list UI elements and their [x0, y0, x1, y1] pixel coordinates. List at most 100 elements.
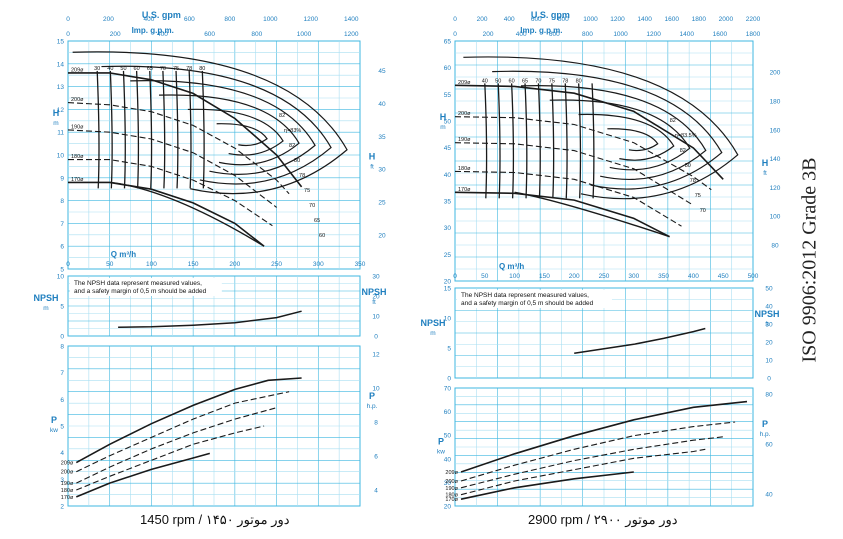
left-q-tick-label: 250	[271, 261, 282, 268]
left-q-tick-label: 300	[313, 261, 324, 268]
right-imp-tick-label: 1200	[646, 31, 661, 38]
left-power-hp-unit: h.p.	[367, 403, 378, 410]
right-power-curve-180	[460, 448, 706, 496]
left-power-curve-180	[76, 425, 265, 491]
left-npsh-ft-unit: ft	[372, 299, 376, 306]
right-eff-label: 78	[690, 178, 696, 184]
left-impeller-label: 209ø	[71, 67, 84, 73]
left-npsh-note-line1: The NPSH data represent measured values,	[74, 280, 202, 287]
left-iso-line	[201, 70, 205, 189]
right-usgpm-tick-label: 2000	[719, 16, 734, 23]
right-power-hp-unit: h.p.	[760, 431, 771, 438]
right-usgpm-tick-label: 800	[558, 16, 569, 23]
left-head-curve-190	[67, 129, 277, 208]
right-eff-label: 75	[549, 78, 555, 84]
right-eff-label: 40	[482, 78, 488, 84]
right-npsh-ft-tick-label: 10	[765, 358, 773, 365]
right-efficiency-curve	[520, 85, 707, 180]
right-npsh-note-line1: The NPSH data represent measured values,	[461, 292, 589, 299]
left-h-tick-label: 11	[57, 130, 64, 137]
left-iso-line	[188, 70, 192, 189]
right-usgpm-tick-label: 200	[477, 16, 488, 23]
left-php-tick-label: 10	[372, 386, 380, 393]
right-q-tick-label: 50	[481, 273, 489, 280]
right-npsh-label: NPSH	[420, 318, 445, 328]
right-iso-line	[484, 83, 488, 199]
right-hft-tick-label: 200	[770, 70, 781, 77]
right-npsh-tick-label: 5	[447, 346, 451, 353]
right-npsh-tick-label: 0	[447, 376, 451, 383]
left-iso-line	[149, 70, 153, 189]
left-h-tick-label: 6	[60, 244, 64, 251]
left-eff-label: 80	[294, 158, 300, 164]
left-eff-label: 65	[147, 66, 153, 72]
left-speed-caption: 1450 rpm / ۱۴۵۰ دور موتور	[140, 512, 290, 527]
right-eff-label: 70	[535, 78, 541, 84]
right-imp-tick-label: 1800	[746, 31, 761, 38]
left-power-curve-209	[75, 377, 302, 464]
right-impeller-label: 200ø	[458, 111, 471, 117]
left-npsh-note-line2: and a safety margin of 0,5 m should be a…	[74, 288, 207, 295]
right-hft-tick-label: 80	[771, 243, 779, 250]
left-usgpm-tick-label: 1400	[344, 16, 359, 23]
right-head-curve-170	[454, 191, 670, 238]
right-usgpm-tick-label: 1600	[664, 16, 679, 23]
left-q-tick-label: 50	[106, 261, 114, 268]
left-eff-label: 80	[199, 66, 205, 72]
left-eff-label: 78	[186, 66, 192, 72]
right-p-tick-label: 70	[444, 386, 452, 393]
left-head-curve-200	[67, 102, 290, 195]
right-p-tick-label: 20	[444, 504, 452, 511]
left-power-unit: kw	[50, 427, 58, 434]
left-impeller-label: 180ø	[71, 154, 84, 160]
right-imp-tick-label: 400	[516, 31, 527, 38]
left-h-tick-label: 8	[60, 198, 64, 205]
right-eff-label: 75	[695, 193, 701, 199]
right-npsh-ft-tick-label: 20	[765, 340, 773, 347]
left-q-tick-label: 150	[188, 261, 199, 268]
right-usgpm-tick-label: 1400	[637, 16, 652, 23]
right-eff-label: η=83.5%	[675, 133, 697, 139]
left-usgpm-tick-label: 600	[184, 16, 195, 23]
right-h-tick-label: 30	[444, 225, 452, 232]
left-head-unit: m	[53, 120, 58, 127]
right-q-tick-label: 450	[718, 273, 729, 280]
right-eff-label: 78	[562, 78, 568, 84]
right-npsh-tick-label: 15	[444, 286, 452, 293]
left-imp-tick-label: 0	[66, 31, 70, 38]
right-q-tick-label: 100	[509, 273, 520, 280]
right-npsh-ft-tick-label: 30	[765, 322, 773, 329]
left-php-tick-label: 8	[374, 420, 378, 427]
left-usgpm-title: U.S. gpm	[142, 10, 181, 20]
left-q-tick-label: 200	[229, 261, 240, 268]
left-npsh-ft-tick-label: 10	[372, 314, 380, 321]
right-efficiency-curve	[492, 70, 723, 190]
left-eff-label: 82	[289, 143, 295, 149]
right-usgpm-tick-label: 1200	[610, 16, 625, 23]
left-eff-label: 30	[94, 66, 100, 72]
right-q-tick-label: 300	[628, 273, 639, 280]
left-usgpm-tick-label: 1200	[304, 16, 319, 23]
left-h-tick-label: 14	[57, 61, 65, 68]
right-usgpm-title: U.S. gpm	[531, 10, 570, 20]
right-impeller-label: 209ø	[458, 80, 471, 86]
right-iso-line	[524, 83, 528, 199]
right-hft-tick-label: 160	[770, 127, 781, 134]
right-imp-tick-label: 1000	[613, 31, 628, 38]
left-h-tick-label: 7	[60, 221, 64, 228]
left-npsh-curve	[118, 310, 302, 328]
left-head-curve-170	[68, 181, 265, 247]
left-p-tick-label: 5	[60, 424, 64, 431]
left-eff-label: 75	[173, 66, 179, 72]
right-imp-tick-label: 600	[549, 31, 560, 38]
right-iso-line	[497, 83, 501, 199]
left-imp-tick-label: 400	[157, 31, 168, 38]
left-efficiency-curve	[101, 65, 332, 185]
right-h-tick-label: 40	[444, 172, 452, 179]
right-head-curve-190	[454, 142, 694, 206]
right-power-impeller-label: 190ø	[445, 486, 458, 492]
right-usgpm-tick-label: 1800	[692, 16, 707, 23]
left-power-curve-200	[76, 391, 290, 473]
left-eff-label: 70	[309, 203, 315, 209]
